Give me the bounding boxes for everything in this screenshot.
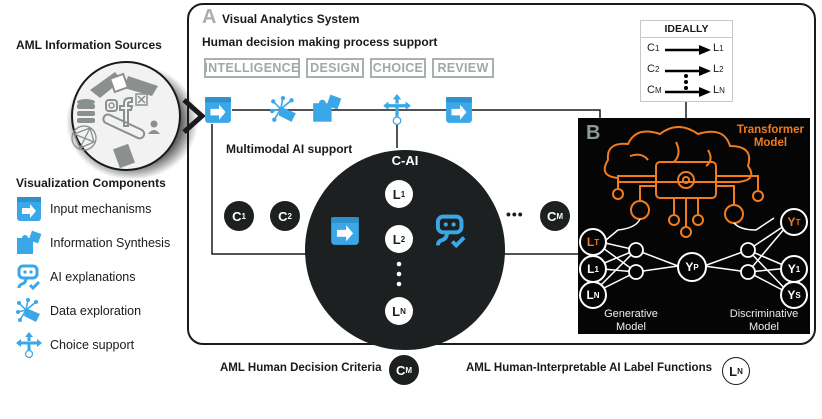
node-sub: 2 (287, 211, 292, 221)
node-main: C (278, 208, 288, 224)
facebook-icon (119, 97, 134, 127)
legend-label: Choice support (50, 338, 135, 352)
node-sub: 1 (241, 211, 246, 221)
brain-cloud-icon (603, 126, 764, 238)
vertical-ellipsis (396, 261, 402, 287)
ideally-c2: C2 (647, 63, 660, 75)
ideally-l2: L2 (713, 63, 724, 75)
input-arrow-icon[interactable] (445, 96, 473, 124)
node-main: C (546, 208, 557, 224)
connector-chevron (182, 98, 206, 134)
node-main: L (392, 186, 401, 202)
robot-check-icon[interactable] (434, 214, 468, 248)
input-arrow-icon (17, 197, 41, 221)
stage-choice[interactable]: CHOICE (370, 58, 426, 78)
legend-item-ai-explanations: AI explanations (16, 264, 135, 290)
legend-item-input: Input mechanisms (16, 196, 151, 222)
node-sub: N (400, 306, 406, 316)
invoice-icon (113, 143, 135, 169)
node-sub: 1 (400, 189, 406, 199)
input-arrow-icon[interactable] (330, 215, 360, 247)
node-main: L (392, 231, 401, 247)
ideally-ln: LN (713, 84, 725, 96)
stage-design[interactable]: DESIGN (306, 58, 364, 78)
legend-title: Visualization Components (16, 176, 166, 190)
ideally-arrows (665, 45, 711, 97)
puzzle-icon (17, 230, 42, 254)
node-main: C (232, 208, 242, 224)
multimodal-ai-label: Multimodal AI support (226, 142, 353, 156)
node-sub: M (556, 211, 564, 221)
stage-review[interactable]: REVIEW (432, 58, 494, 78)
transfer-bar-icon (102, 113, 146, 140)
money-exchange-icon (90, 72, 158, 98)
labels-legend-label: AML Human-Interpretable AI Label Functio… (466, 362, 712, 374)
instagram-icon (105, 99, 118, 112)
puzzle-icon[interactable] (312, 94, 342, 124)
ideally-c1: C1 (647, 42, 660, 54)
info-sources-title: AML Information Sources (16, 38, 162, 52)
choice-arrows-icon (16, 332, 42, 358)
transformer-graphic (591, 126, 791, 295)
neural-network-nodes (628, 242, 756, 280)
ideally-box: IDEALLY C1 C2 CM L1 L2 LN (640, 20, 733, 102)
legend-label: Information Synthesis (50, 236, 171, 250)
criteria-legend-label: AML Human Decision Criteria (220, 362, 382, 374)
ideally-title: IDEALLY (641, 21, 732, 38)
x-icon (135, 93, 148, 106)
robot-check-icon (17, 264, 41, 290)
ideally-cm: CM (647, 84, 662, 96)
network-globe-icon (71, 125, 97, 151)
transformer-letter: B (586, 122, 601, 144)
system-title: Visual Analytics System (222, 12, 360, 26)
system-subtitle: Human decision making process support (202, 35, 438, 49)
legend-label: Input mechanisms (50, 202, 152, 216)
legend-item-choice-support: Choice support (16, 332, 134, 358)
legend-label: Data exploration (50, 304, 142, 318)
legend-item-data-exploration: Data exploration (16, 298, 141, 324)
database-icon (77, 99, 95, 123)
system-letter: A (202, 6, 217, 28)
info-sources-circle (66, 61, 198, 180)
legend-label: AI explanations (50, 270, 136, 284)
visual-analytics-system-box (187, 3, 816, 345)
data-exploration-icon[interactable] (270, 96, 298, 124)
node-main: L (392, 303, 401, 319)
stage-intelligence[interactable]: INTELLIGENCE (204, 58, 300, 78)
node-sub: 2 (400, 234, 406, 244)
c-ai-label: C-AI (391, 153, 419, 168)
data-exploration-icon (16, 298, 40, 322)
ideally-l1: L1 (713, 42, 724, 54)
input-arrow-icon[interactable] (204, 96, 232, 124)
choice-arrows-icon[interactable] (383, 94, 411, 126)
legend-item-synthesis: Information Synthesis (16, 230, 170, 256)
person-icon (148, 120, 160, 134)
criteria-ellipsis: ••• (506, 206, 524, 222)
